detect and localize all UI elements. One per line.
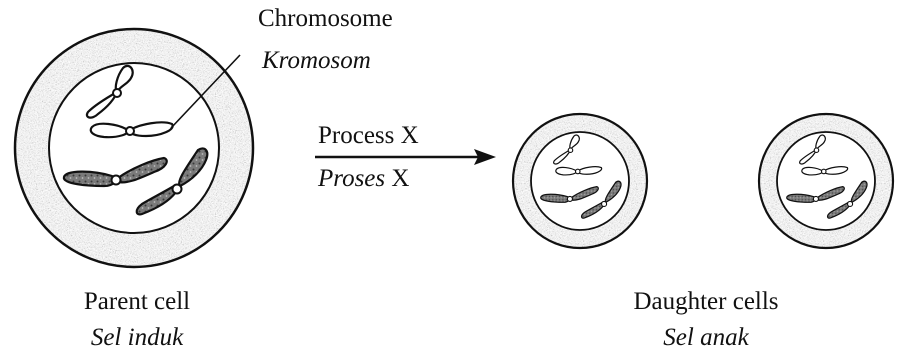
process-label: Process X — [318, 122, 419, 149]
parent-cell-label-malay: Sel induk — [90, 324, 184, 351]
parent-cell — [13, 27, 255, 269]
chromosome-label-malay: Kromosom — [262, 47, 371, 74]
process-label-malay-word: Proses — [318, 165, 386, 192]
daughter-cells-label-malay: Sel anak — [663, 324, 749, 351]
daughter-cell-2 — [757, 112, 895, 250]
daughter-cells-label: Daughter cells — [633, 288, 779, 315]
process-label-malay-letter: X — [391, 165, 410, 192]
parent-cell-label: Parent cell — [83, 288, 191, 315]
daughter-cell-1 — [511, 112, 649, 250]
process-label-malay: Proses X — [318, 166, 409, 191]
chromosome-pointer-line — [170, 54, 241, 129]
chromosome-label: Chromosome — [258, 5, 393, 32]
parent-cell-membrane — [15, 29, 253, 267]
process-arrow — [315, 149, 496, 165]
